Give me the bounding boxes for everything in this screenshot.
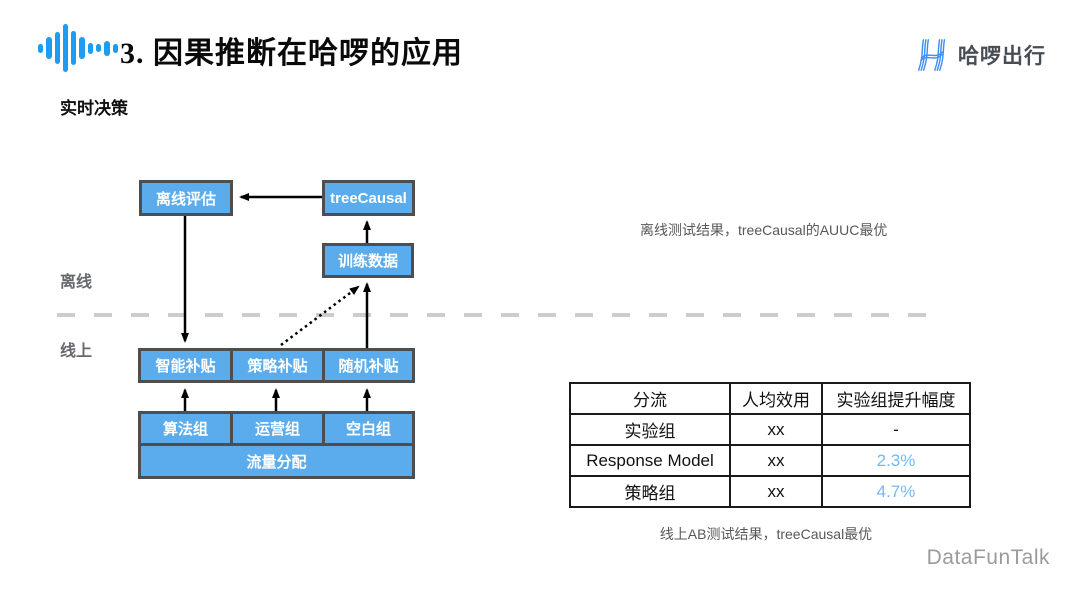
node-smart-subsidy: 智能补贴: [138, 348, 233, 383]
offline-zone-label: 离线: [60, 274, 93, 291]
cell-split: 实验组: [569, 413, 731, 446]
waveform-icon: [38, 24, 118, 72]
table-row: Response Model xx 2.3%: [569, 444, 971, 477]
cell-split: 策略组: [569, 475, 731, 508]
section-subtitle: 实时决策: [60, 99, 128, 118]
cell-utility: xx: [729, 413, 823, 446]
node-strategy-subsidy: 策略补贴: [230, 348, 325, 383]
table-row: 策略组 xx 4.7%: [569, 475, 971, 508]
page-title: 3. 因果推断在哈啰的应用: [120, 37, 463, 70]
watermark: DataFunTalk: [926, 546, 1050, 569]
online-result-caption: 线上AB测试结果，treeCausal最优: [659, 526, 873, 542]
brand-logo: 哈啰出行: [912, 36, 1046, 74]
ab-test-result-table: 分流 人均效用 实验组提升幅度 实验组 xx - Response Model …: [569, 382, 971, 508]
offline-result-caption: 离线测试结果，treeCausal的AUUC最优: [640, 222, 888, 238]
cell-lift: -: [821, 413, 971, 446]
node-algo-group: 算法组: [138, 411, 233, 446]
node-blank-group: 空白组: [322, 411, 415, 446]
cell-split: Response Model: [569, 444, 731, 477]
node-traffic-split: 流量分配: [138, 443, 415, 479]
table-row: 实验组 xx -: [569, 413, 971, 446]
brand-name: 哈啰出行: [958, 45, 1046, 68]
table-header-row: 分流 人均效用 实验组提升幅度: [569, 382, 971, 415]
node-training-data: 训练数据: [322, 243, 414, 278]
node-ops-group: 运营组: [230, 411, 325, 446]
node-offline-eval: 离线评估: [139, 180, 233, 216]
col-header-utility: 人均效用: [729, 382, 823, 415]
offline-online-divider: [57, 313, 945, 317]
hellobike-h-icon: [917, 39, 946, 71]
node-random-subsidy: 随机补贴: [322, 348, 415, 383]
cell-lift: 2.3%: [821, 444, 971, 477]
cell-lift: 4.7%: [821, 475, 971, 508]
online-zone-label: 线上: [60, 343, 93, 360]
col-header-split: 分流: [569, 382, 731, 415]
node-tree-causal: treeCausal: [322, 180, 415, 216]
cell-utility: xx: [729, 444, 823, 477]
cell-utility: xx: [729, 475, 823, 508]
col-header-lift: 实验组提升幅度: [821, 382, 971, 415]
